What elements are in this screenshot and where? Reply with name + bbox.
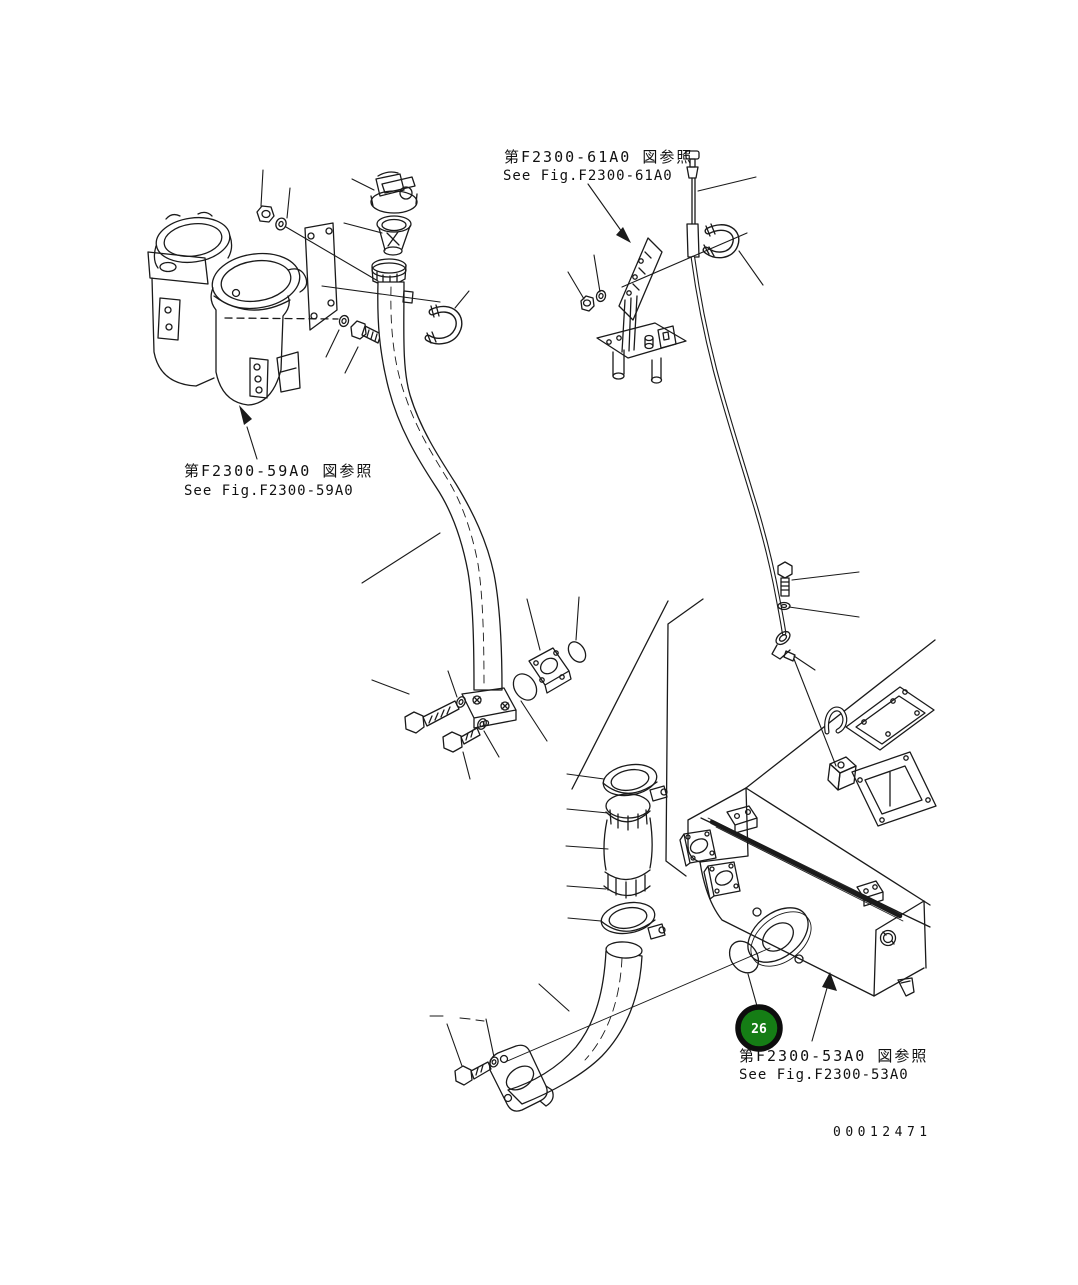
filler-cap xyxy=(370,171,418,214)
dipstick-clamp xyxy=(771,630,796,662)
elbow-washer xyxy=(489,1056,499,1068)
o-ring-2 xyxy=(567,641,587,663)
elbow-bolt xyxy=(454,1061,492,1086)
dipstick-washer xyxy=(777,601,791,611)
tank-hatch-frame-2 xyxy=(851,751,937,827)
ref-61a0-en: See Fig.F2300-61A0 xyxy=(503,168,673,184)
canister-bolt xyxy=(350,320,382,344)
guide-base-plate xyxy=(596,322,687,359)
tank-side-fitting-1 xyxy=(679,829,717,867)
filler-strainer xyxy=(376,215,412,256)
tank-bottom-bracket xyxy=(897,977,915,997)
arrow-53a0-line xyxy=(811,987,828,1042)
arrow-59a0-line xyxy=(246,426,258,460)
guide-nut xyxy=(580,295,595,312)
tank-left-face xyxy=(687,787,749,863)
canister-rear xyxy=(147,211,233,387)
tank-hook xyxy=(824,706,848,735)
flange-long-bolt xyxy=(404,700,460,734)
ref-59a0-jp: 第F2300-59A0 図参照 xyxy=(184,462,373,480)
u-bolt-clamp-1 xyxy=(424,304,463,345)
elbow-tube xyxy=(507,950,643,1105)
dipstick-handle xyxy=(685,150,700,179)
u-bolt-clamp-2 xyxy=(702,223,740,259)
tank-right-end xyxy=(873,900,927,997)
tank-side-fitting-2 xyxy=(703,861,741,900)
hose-clamp-2 xyxy=(600,901,666,940)
tank-oval-flange xyxy=(747,907,812,967)
elbow-flange xyxy=(489,1044,554,1112)
ref-61a0-jp: 第F2300-61A0 図参照 xyxy=(504,148,693,166)
tube-flange-bracket xyxy=(461,687,517,729)
ref-53a0-en: See Fig.F2300-53A0 xyxy=(739,1067,909,1083)
ref-53a0-jp: 第F2300-53A0 図参照 xyxy=(739,1047,928,1065)
dipstick-assembly xyxy=(685,150,796,662)
guide-base-bracket xyxy=(657,325,677,349)
gasket-o-ring xyxy=(728,940,760,974)
tank-back-wall xyxy=(665,598,704,877)
leader-lines xyxy=(239,169,860,1067)
guide-washer xyxy=(595,289,607,303)
flange-washer-1 xyxy=(456,696,466,708)
canister-centerline xyxy=(224,317,339,320)
tank-band-block-2 xyxy=(856,880,884,907)
arrow-59a0-head xyxy=(239,405,252,425)
dipstick-tube xyxy=(690,255,787,636)
flange-block xyxy=(528,647,572,694)
balloon-number[interactable]: 26 xyxy=(751,1022,767,1037)
tank-band-block-1 xyxy=(726,805,758,834)
tube-tab xyxy=(402,290,414,304)
elbow-opening xyxy=(605,941,643,959)
hose-elbow-assembly xyxy=(429,763,760,1112)
tank-top-front-edge xyxy=(745,787,931,906)
guide-plate xyxy=(618,237,663,321)
dipstick-guide-block xyxy=(827,756,857,791)
dipstick-guide-bracket xyxy=(580,237,687,384)
arrow-53a0-head xyxy=(822,972,837,991)
fuel-tank xyxy=(571,598,937,997)
filler-tube xyxy=(377,281,503,691)
canister-mounting-plate xyxy=(304,222,338,331)
dipstick-upper-rod xyxy=(691,177,696,225)
arrow-61a0-head xyxy=(616,227,631,243)
fuel-filter-canister-assembly xyxy=(147,205,382,406)
ref-59a0-en: See Fig.F2300-59A0 xyxy=(184,483,354,499)
drawing-number: 00012471 xyxy=(833,1125,932,1140)
o-ring-1 xyxy=(512,673,538,701)
tank-front-face xyxy=(699,861,877,997)
canister-top-washer xyxy=(275,217,287,231)
guide-posts xyxy=(612,349,663,384)
canister-front xyxy=(210,252,308,406)
rubber-hose xyxy=(603,793,653,899)
arrow-61a0-line xyxy=(587,183,623,233)
flange-washer-2 xyxy=(477,718,487,730)
guide-column xyxy=(621,295,638,353)
elbow-centerline-dashes xyxy=(429,1015,485,1022)
tank-weld-strip xyxy=(709,819,903,919)
canister-washer xyxy=(338,314,350,328)
dipstick-bolt xyxy=(777,561,793,597)
flange-bolt-2 xyxy=(442,727,481,753)
tank-back-wall-cut-edge xyxy=(571,600,669,790)
tank-hatch-frame-1 xyxy=(845,686,935,751)
filler-tube-assembly xyxy=(370,171,587,753)
tank-top-edge xyxy=(745,639,936,789)
tank-plug xyxy=(879,929,897,947)
canister-nut xyxy=(256,205,275,223)
balloon-circle[interactable] xyxy=(735,1004,783,1052)
dipstick-ferrule xyxy=(686,223,700,258)
balloon-26[interactable] xyxy=(735,1004,783,1052)
